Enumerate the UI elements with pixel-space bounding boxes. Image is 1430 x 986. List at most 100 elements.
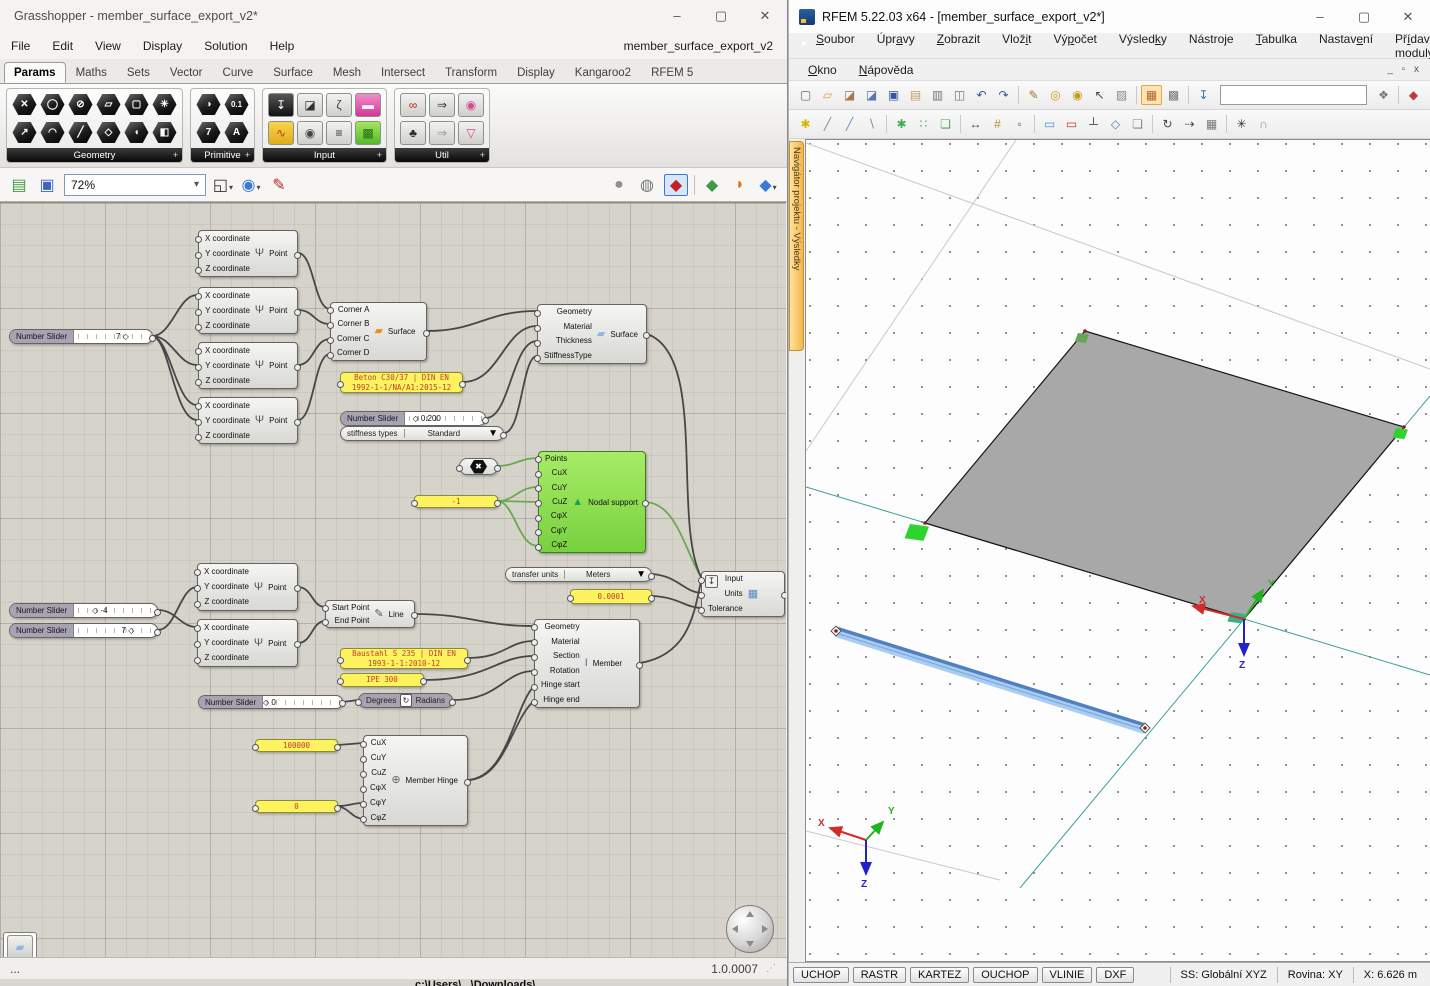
slider-start-x-track[interactable]: ◇ -4 [74, 604, 157, 617]
degrees-radians-input-socket[interactable] [355, 698, 362, 706]
degrees-radians-output-socket[interactable] [449, 698, 456, 706]
gh-menu-display[interactable]: Display [142, 38, 183, 53]
grasshopper-titlebar[interactable]: Grasshopper - member_surface_export_v2* … [0, 0, 787, 33]
slider-thickness-track[interactable]: ◇ 0.200 [405, 412, 485, 425]
slider-grid-value[interactable]: 7 ◇ [115, 330, 129, 343]
gh-tab-curve[interactable]: Curve [222, 67, 254, 79]
generate-surface-icon[interactable]: ❏ [940, 117, 951, 131]
rfem-menu-zobrazit[interactable]: Zobrazit [936, 31, 981, 46]
line-input-socket[interactable] [322, 619, 329, 626]
point-1-input-z-coordinate[interactable]: Z coordinate [205, 263, 250, 273]
wire[interactable] [157, 586, 198, 631]
surface-4pt-input-socket[interactable] [327, 336, 334, 344]
rfem-export-input-units[interactable]: Units [724, 588, 743, 598]
nodal-support-input-points[interactable]: Points [545, 454, 568, 464]
rfem-toolbar-combobox[interactable] [1220, 85, 1367, 105]
point-4-input-socket[interactable] [195, 434, 202, 442]
zoom-extents-icon[interactable]: ◱ [212, 175, 234, 195]
wire[interactable] [297, 252, 331, 310]
resize-grip[interactable]: ⋰ [766, 963, 777, 974]
render-solid-icon[interactable]: ● [614, 175, 624, 193]
rfem-menu-soubor[interactable]: Soubor [816, 31, 855, 46]
new-surface-icon[interactable]: ▭ [1043, 117, 1056, 131]
snap-toggle-kartez[interactable]: KARTEZ [910, 966, 970, 983]
rfem-titlebar[interactable]: RFEM 5.22.03 x64 - [member_surface_expor… [789, 0, 1430, 34]
panel-hinge-stiffness-input-socket[interactable] [252, 743, 259, 751]
surface-4pt-output-socket[interactable] [423, 329, 430, 337]
rfem-member-hinge-input-cuz[interactable]: CuZ [371, 768, 387, 778]
wire[interactable] [297, 338, 331, 366]
point-2-input-x-coordinate[interactable]: X coordinate [205, 290, 250, 300]
wire[interactable] [297, 353, 331, 421]
nodal-support-input-socket[interactable] [535, 543, 542, 551]
slider-thickness-output-socket[interactable] [482, 416, 489, 424]
brep-icon[interactable]: ◧ [152, 121, 177, 144]
nodal-support-input-socket[interactable] [535, 456, 542, 464]
rfem-member-hinge-input-socket[interactable] [360, 755, 367, 763]
point-5-input-socket[interactable] [194, 585, 201, 592]
point-3-input-socket[interactable] [195, 347, 202, 355]
mdi-window-controls[interactable]: _ ▫ x [1387, 64, 1422, 75]
geometry-pipeline-input-socket[interactable] [456, 464, 463, 472]
slider-grid-output-socket[interactable] [149, 334, 156, 342]
point-6-input-socket[interactable] [194, 641, 201, 648]
slider-end-x-value[interactable]: 7 ◇ [121, 624, 135, 637]
rfem-member-hinge-output-socket[interactable] [464, 778, 471, 786]
nodal-support-input-cuy[interactable]: CuY [551, 482, 568, 492]
rfem-member-hinge-input-socket[interactable] [360, 801, 367, 809]
arc-tool-icon[interactable]: ∩ [1259, 117, 1268, 131]
point-4-input-socket[interactable] [195, 402, 202, 410]
wire[interactable] [651, 573, 702, 594]
point-5-input-socket[interactable] [194, 601, 201, 608]
rfem-surface-input-thickness[interactable]: Thickness [555, 336, 592, 346]
plane-icon[interactable]: ◇ [96, 121, 121, 144]
rfem-surface-input-geometry[interactable]: Geometry [556, 307, 592, 317]
nodal-support-input-cux[interactable]: CuX [551, 468, 568, 478]
move-icon[interactable]: ⇢ [1184, 117, 1195, 131]
nodal-support-input-socket[interactable] [535, 529, 542, 537]
dimension-icon[interactable]: ↔ [969, 117, 982, 131]
open-document-icon[interactable]: ▤ [11, 176, 27, 194]
rfem-menu-vlo-it[interactable]: Vložit [1002, 31, 1032, 46]
number-slider-icon[interactable]: ↧ [268, 92, 294, 117]
rfem-member-hinge-input-cux[interactable]: CuX [370, 738, 387, 748]
slider-end-x-output-socket[interactable] [154, 628, 161, 636]
grid-icon[interactable]: ▦ [1205, 117, 1218, 131]
nodal-support-input-c-y[interactable]: CφY [550, 525, 568, 535]
gem-icon[interactable]: ◉ [458, 92, 484, 117]
snap-toggle-dxf[interactable]: DXF [1096, 966, 1135, 983]
gh-tab-surface[interactable]: Surface [273, 67, 313, 79]
gh-tab-display[interactable]: Display [517, 67, 555, 79]
canvas-navigation-ball[interactable] [726, 905, 774, 953]
point-6-input-socket[interactable] [194, 657, 201, 664]
arc-icon[interactable]: ◠ [40, 121, 65, 144]
surface-4pt-input-corner-c[interactable]: Corner C [337, 333, 370, 343]
preview-half-icon[interactable]: ◗ [735, 175, 745, 193]
rfem-member-input-socket[interactable] [531, 668, 538, 676]
jump-icon[interactable]: ⇒ [429, 120, 455, 145]
rfem-member-input-socket[interactable] [531, 639, 538, 647]
point-2-input-y-coordinate[interactable]: Y coordinate [205, 305, 250, 315]
panel-icon[interactable]: ≡ [326, 120, 352, 145]
valuelist-stiffness-value[interactable]: Standard [427, 429, 461, 438]
rfem-export-output-socket[interactable] [781, 592, 786, 599]
slider-end-x-track[interactable]: 7 ◇ [74, 624, 157, 637]
box-icon[interactable]: ▢ [124, 93, 149, 116]
surface-preview-icon[interactable]: ▰ [7, 935, 33, 957]
dimension-xx-icon[interactable]: # [994, 117, 1001, 131]
support-left[interactable] [904, 523, 930, 541]
gh-menu-solution[interactable]: Solution [204, 38, 248, 53]
text-icon[interactable]: A [224, 121, 249, 144]
gh-node-panel-hinge-stiffness[interactable]: 100000 [252, 739, 341, 752]
valuelist-transfer-units-value[interactable]: Meters [585, 570, 611, 579]
gh-tab-kangaroo2[interactable]: Kangaroo2 [574, 67, 632, 79]
gh-window-control--[interactable]: ✕ [759, 8, 771, 23]
gh-window-control--[interactable]: ▢ [714, 8, 728, 23]
point-2-input-z-coordinate[interactable]: Z coordinate [205, 320, 250, 330]
panel-material-steel-output-socket[interactable] [464, 656, 471, 664]
line-input-start-point[interactable]: Start Point [332, 602, 370, 612]
